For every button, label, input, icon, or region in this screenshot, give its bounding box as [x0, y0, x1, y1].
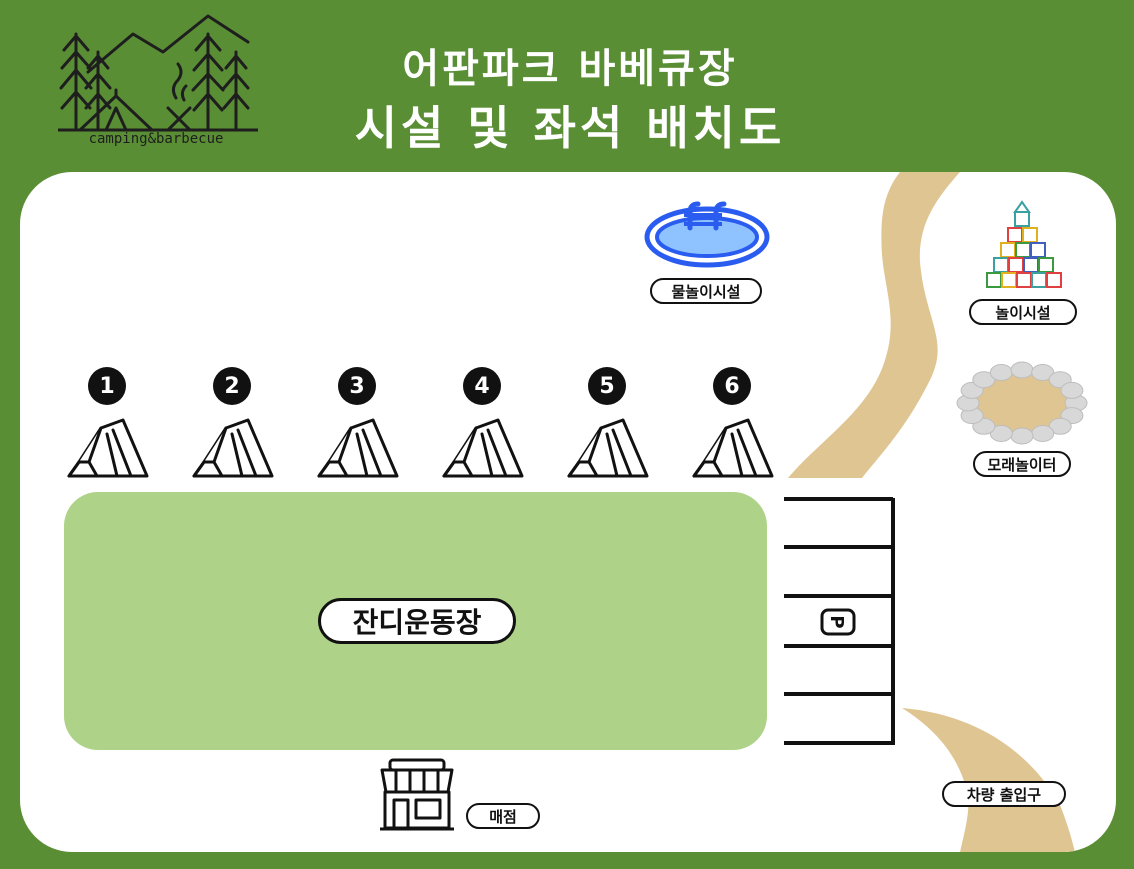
lawn-field-label: 잔디운동장 [318, 598, 516, 644]
pool-icon [644, 201, 770, 268]
playground-label: 놀이시설 [969, 299, 1077, 325]
block-tower-icon [986, 200, 1062, 288]
parking-icon [820, 608, 856, 636]
tent-number: 4 [463, 367, 501, 405]
tent-icon [692, 418, 774, 478]
mountain-icon [86, 14, 250, 74]
sand-path-upper [788, 172, 960, 478]
campfire-icon [166, 62, 192, 132]
tent-number: 1 [88, 367, 126, 405]
tent-number: 6 [713, 367, 751, 405]
tent-number: 5 [588, 367, 626, 405]
sandbox-label: 모래놀이터 [973, 451, 1071, 477]
tree-icon [84, 50, 112, 132]
parking-symbol: P [826, 615, 847, 628]
tent-icon [567, 418, 649, 478]
tree-icon [222, 50, 250, 132]
tent-icon [442, 418, 524, 478]
tent-icon [317, 418, 399, 478]
page-title-line1: 어판파크 바베큐장 [402, 46, 738, 92]
parking-lot [784, 497, 895, 745]
water-play-label: 물놀이시설 [650, 278, 762, 304]
tent-number: 3 [338, 367, 376, 405]
tree-icon [191, 32, 225, 132]
tent-icon [192, 418, 274, 478]
logo-text: camping&barbecue [88, 131, 224, 147]
store-icon [380, 758, 454, 831]
tree-icon [59, 32, 93, 132]
camping-logo [58, 14, 258, 132]
sand-path-lower [902, 708, 1075, 852]
store-label: 매점 [466, 803, 540, 829]
page-title-line2: 시설 및 좌석 배치도 [354, 101, 786, 155]
tent-number: 2 [213, 367, 251, 405]
tent-icon [67, 418, 149, 478]
sandbox-icon [956, 361, 1088, 445]
vehicle-entrance-label: 차량 출입구 [942, 781, 1066, 807]
